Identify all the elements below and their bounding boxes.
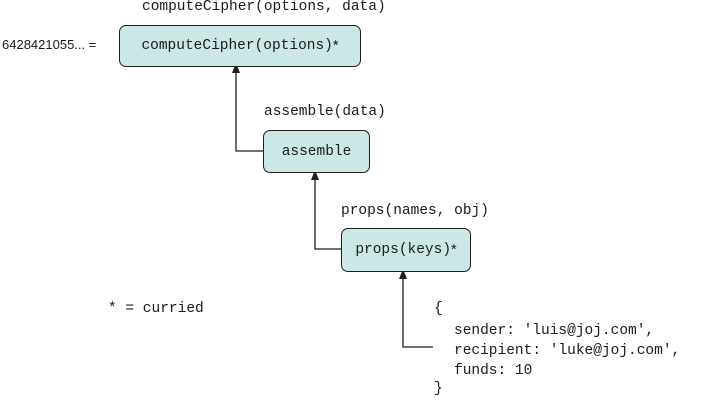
curried-marker: * — [332, 38, 339, 54]
object-open-brace: { — [434, 301, 443, 317]
assemble-box: assemble — [263, 130, 370, 173]
curried-legend: * = curried — [108, 301, 204, 317]
assemble-signature: assemble(data) — [264, 104, 386, 120]
object-close-brace: } — [434, 381, 443, 397]
arrow-props-to-assemble — [311, 170, 341, 250]
object-line-recipient: recipient: 'luke@joj.com', — [454, 343, 681, 359]
cipher-result-prefix: 6428421055... = — [2, 37, 97, 52]
computecipher-box-label: computeCipher(options) — [141, 38, 333, 54]
curried-marker: * — [451, 242, 457, 258]
computecipher-box: computeCipher(options)* — [119, 25, 361, 67]
object-line-funds: funds: 10 — [454, 363, 533, 379]
arrow-assemble-to-computecipher — [232, 63, 263, 152]
assemble-box-label: assemble — [281, 143, 352, 160]
object-line-sender: sender: 'luis@joj.com', — [454, 323, 655, 339]
props-signature: props(names, obj) — [341, 203, 489, 219]
props-box: props(keys)* — [341, 228, 471, 272]
props-box-label: props(keys) — [355, 242, 452, 258]
arrow-object-to-props — [399, 269, 433, 348]
computecipher-signature: computeCipher(options, data) — [142, 0, 386, 15]
